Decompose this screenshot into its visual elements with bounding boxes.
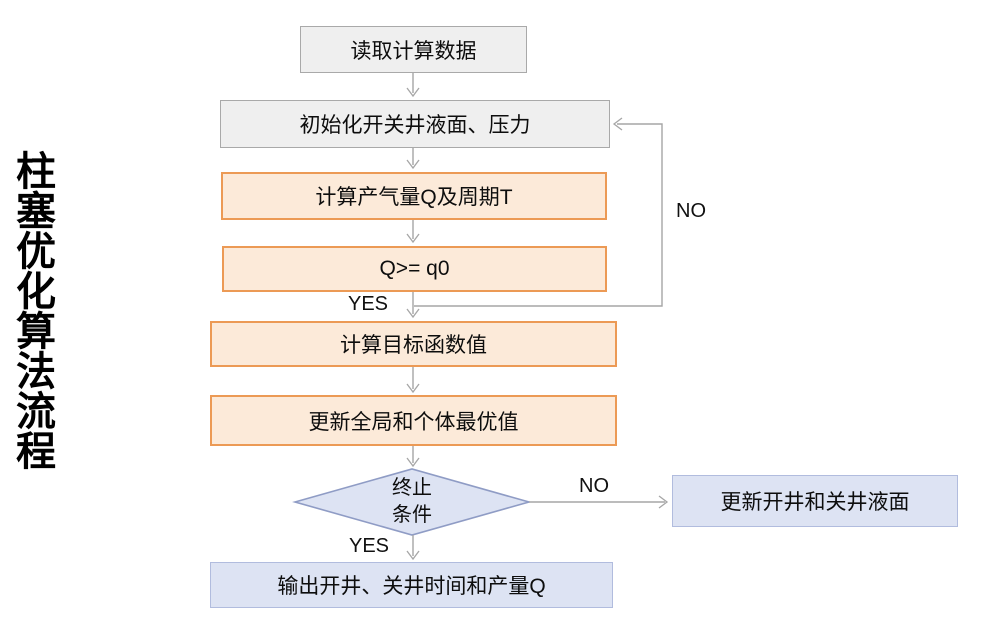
edge-label-q-no: NO (676, 200, 706, 222)
edge-label-q-yes: YES (348, 293, 389, 315)
terminate-condition-line1: 终止 (392, 477, 432, 499)
node-update-best-values: 更新全局和个体最优值 (210, 395, 617, 446)
edge-label-terminate-yes: YES (349, 535, 390, 557)
node-output-result: 输出开井、关井时间和产量Q (210, 562, 613, 608)
terminate-condition-line2: 条件 (392, 504, 432, 526)
node-update-liquid-level: 更新开井和关井液面 (672, 475, 958, 527)
node-calc-objective: 计算目标函数值 (210, 321, 617, 367)
node-read-data: 读取计算数据 (300, 26, 527, 73)
edge-label-terminate-no: NO (579, 475, 609, 497)
node-terminate-condition: 终止 条件 (352, 474, 472, 530)
node-initialize: 初始化开关井液面、压力 (220, 100, 610, 148)
node-q-threshold-check: Q>= q0 (222, 246, 607, 292)
node-calc-gas-rate: 计算产气量Q及周期T (221, 172, 607, 220)
page-title: 柱塞优化算法流程 (10, 150, 54, 470)
